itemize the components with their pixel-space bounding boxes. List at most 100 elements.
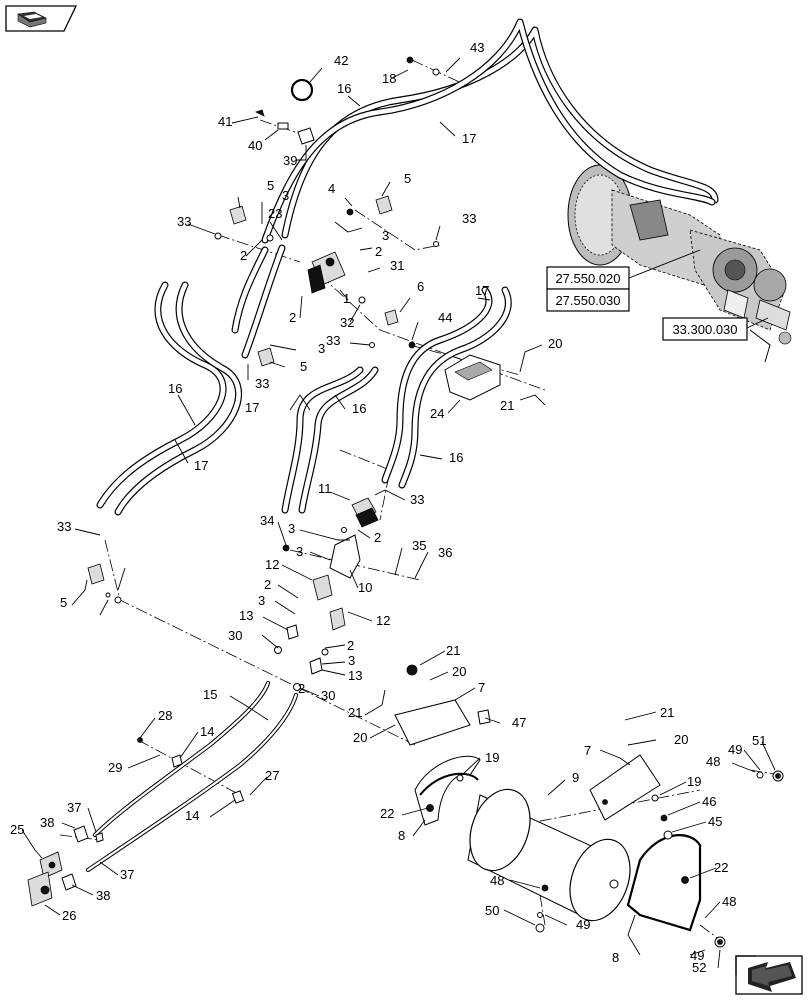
callout-2[interactable]: 2 bbox=[347, 638, 354, 653]
callout-8[interactable]: 8 bbox=[612, 950, 619, 965]
callout-39[interactable]: 39 bbox=[283, 153, 297, 168]
callout-33[interactable]: 33 bbox=[410, 492, 424, 507]
callout-33[interactable]: 33 bbox=[326, 333, 340, 348]
callout-29[interactable]: 29 bbox=[108, 760, 122, 775]
callout-2[interactable]: 2 bbox=[374, 530, 381, 545]
callout-48[interactable]: 48 bbox=[706, 754, 720, 769]
callout-33[interactable]: 33 bbox=[462, 211, 476, 226]
callout-30[interactable]: 30 bbox=[228, 628, 242, 643]
callout-21[interactable]: 21 bbox=[660, 705, 674, 720]
callout-47[interactable]: 47 bbox=[512, 715, 526, 730]
callout-22[interactable]: 22 bbox=[380, 806, 394, 821]
callout-5[interactable]: 5 bbox=[60, 595, 67, 610]
callout-49[interactable]: 49 bbox=[728, 742, 742, 757]
callout-23[interactable]: 23 bbox=[268, 206, 282, 221]
callout-33[interactable]: 33 bbox=[57, 519, 71, 534]
callout-3[interactable]: 3 bbox=[258, 593, 265, 608]
callout-9[interactable]: 9 bbox=[572, 770, 579, 785]
callout-42[interactable]: 42 bbox=[334, 53, 348, 68]
callout-3[interactable]: 3 bbox=[288, 521, 295, 536]
callout-3[interactable]: 3 bbox=[282, 188, 289, 203]
callout-21[interactable]: 21 bbox=[500, 398, 514, 413]
catalog-book-icon[interactable] bbox=[5, 5, 78, 32]
callout-11[interactable]: 11 bbox=[318, 481, 332, 496]
callout-27[interactable]: 27 bbox=[265, 768, 279, 783]
callout-19[interactable]: 19 bbox=[687, 774, 701, 789]
callout-16[interactable]: 16 bbox=[168, 381, 182, 396]
callout-40[interactable]: 40 bbox=[248, 138, 262, 153]
callout-3[interactable]: 3 bbox=[382, 228, 389, 243]
callout-52[interactable]: 52 bbox=[692, 960, 706, 975]
callout-15[interactable]: 15 bbox=[203, 687, 217, 702]
callout-49[interactable]: 49 bbox=[576, 917, 590, 932]
callout-38[interactable]: 38 bbox=[40, 815, 54, 830]
callout-2[interactable]: 2 bbox=[375, 244, 382, 259]
callout-33[interactable]: 33 bbox=[177, 214, 191, 229]
callout-4[interactable]: 4 bbox=[328, 181, 335, 196]
callout-5[interactable]: 5 bbox=[267, 178, 274, 193]
callout-20[interactable]: 20 bbox=[452, 664, 466, 679]
callout-16[interactable]: 16 bbox=[352, 401, 366, 416]
callout-45[interactable]: 45 bbox=[708, 814, 722, 829]
callout-50[interactable]: 50 bbox=[485, 903, 499, 918]
callout-3[interactable]: 3 bbox=[348, 653, 355, 668]
callout-17[interactable]: 17 bbox=[194, 458, 208, 473]
callout-1[interactable]: 1 bbox=[343, 291, 350, 306]
callout-13[interactable]: 13 bbox=[239, 608, 253, 623]
callout-13[interactable]: 13 bbox=[348, 668, 362, 683]
callout-2[interactable]: 2 bbox=[289, 310, 296, 325]
callout-2[interactable]: 2 bbox=[240, 248, 247, 263]
callout-26[interactable]: 26 bbox=[62, 908, 76, 923]
callout-38[interactable]: 38 bbox=[96, 888, 110, 903]
callout-44[interactable]: 44 bbox=[438, 310, 452, 325]
callout-20[interactable]: 20 bbox=[548, 336, 562, 351]
callout-14[interactable]: 14 bbox=[185, 808, 199, 823]
callout-21[interactable]: 21 bbox=[446, 643, 460, 658]
callout-32[interactable]: 32 bbox=[340, 315, 354, 330]
callout-36[interactable]: 36 bbox=[438, 545, 452, 560]
callout-48[interactable]: 48 bbox=[722, 894, 736, 909]
callout-12[interactable]: 12 bbox=[376, 613, 390, 628]
ref-box-33-300-030[interactable]: 33.300.030 bbox=[662, 317, 748, 341]
callout-21[interactable]: 21 bbox=[348, 705, 362, 720]
callout-34[interactable]: 34 bbox=[260, 513, 274, 528]
callout-25[interactable]: 25 bbox=[10, 822, 24, 837]
callout-37[interactable]: 37 bbox=[67, 800, 81, 815]
callout-2[interactable]: 2 bbox=[298, 681, 305, 696]
callout-35[interactable]: 35 bbox=[412, 538, 426, 553]
callout-20[interactable]: 20 bbox=[353, 730, 367, 745]
callout-31[interactable]: 31 bbox=[390, 258, 404, 273]
callout-5[interactable]: 5 bbox=[404, 171, 411, 186]
callout-46[interactable]: 46 bbox=[702, 794, 716, 809]
callout-20[interactable]: 20 bbox=[674, 732, 688, 747]
callout-30[interactable]: 30 bbox=[321, 688, 335, 703]
callout-22[interactable]: 22 bbox=[714, 860, 728, 875]
callout-5[interactable]: 5 bbox=[300, 359, 307, 374]
callout-28[interactable]: 28 bbox=[158, 708, 172, 723]
callout-33[interactable]: 33 bbox=[255, 376, 269, 391]
ref-box-27-550-030[interactable]: 27.550.030 bbox=[546, 288, 630, 312]
callout-7[interactable]: 7 bbox=[478, 680, 485, 695]
callout-16[interactable]: 16 bbox=[337, 81, 351, 96]
callout-41[interactable]: 41 bbox=[218, 114, 232, 129]
callout-17[interactable]: 17 bbox=[475, 283, 489, 298]
callout-10[interactable]: 10 bbox=[358, 580, 372, 595]
callout-14[interactable]: 14 bbox=[200, 724, 214, 739]
callout-19[interactable]: 19 bbox=[485, 750, 499, 765]
callout-17[interactable]: 17 bbox=[245, 400, 259, 415]
callout-3[interactable]: 3 bbox=[318, 341, 325, 356]
ref-box-27-550-020[interactable]: 27.550.020 bbox=[546, 266, 630, 290]
callout-17[interactable]: 17 bbox=[462, 131, 476, 146]
callout-48[interactable]: 48 bbox=[490, 873, 504, 888]
callout-51[interactable]: 51 bbox=[752, 733, 766, 748]
next-page-arrow-icon[interactable] bbox=[735, 955, 803, 995]
callout-24[interactable]: 24 bbox=[430, 406, 444, 421]
callout-2[interactable]: 2 bbox=[264, 577, 271, 592]
callout-7[interactable]: 7 bbox=[584, 743, 591, 758]
callout-3[interactable]: 3 bbox=[296, 544, 303, 559]
callout-12[interactable]: 12 bbox=[265, 557, 279, 572]
callout-18[interactable]: 18 bbox=[382, 71, 396, 86]
callout-43[interactable]: 43 bbox=[470, 40, 484, 55]
callout-6[interactable]: 6 bbox=[417, 279, 424, 294]
callout-8[interactable]: 8 bbox=[398, 828, 405, 843]
